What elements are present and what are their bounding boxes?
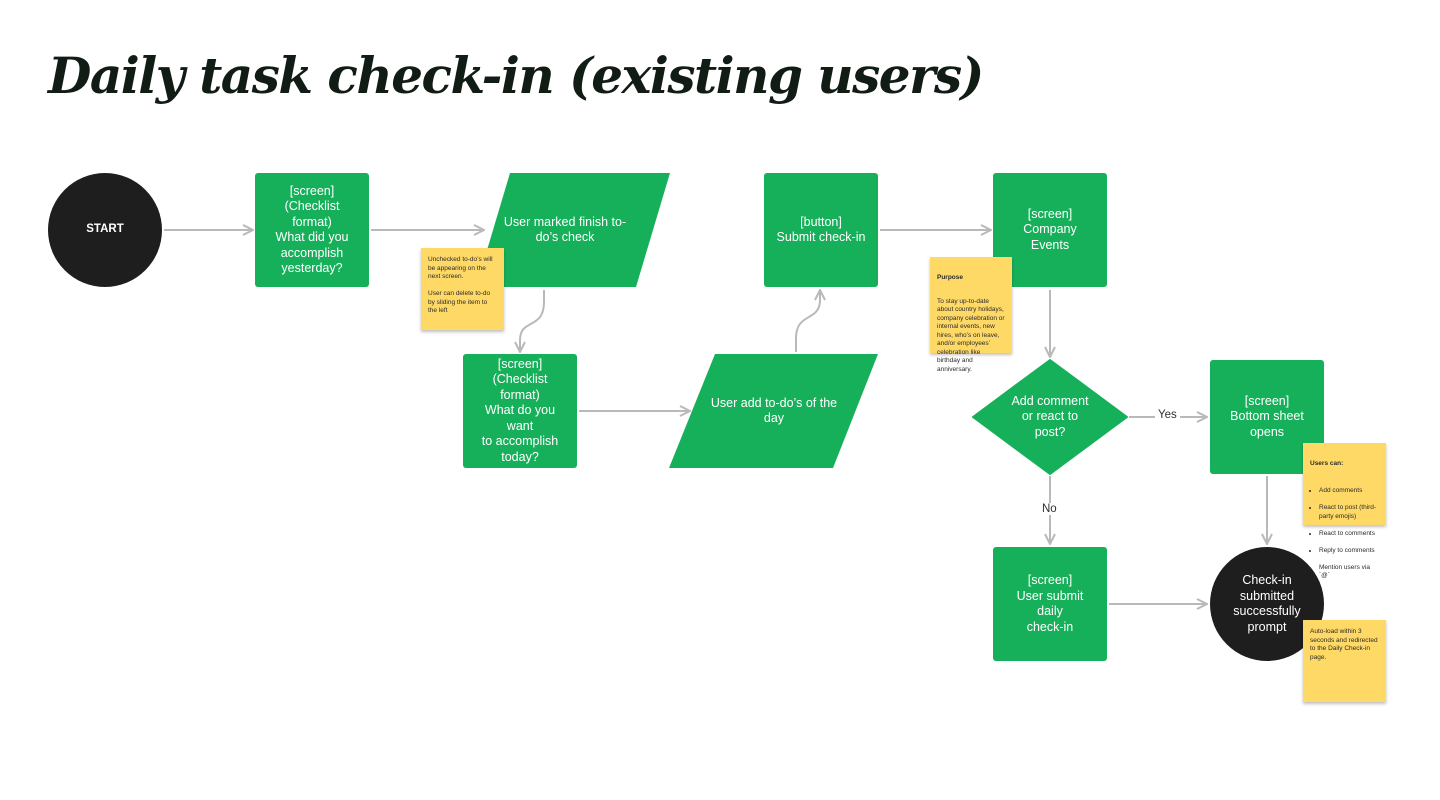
page-title: Daily task check-in (existing users) (48, 46, 984, 105)
checklist-today-node: [screen] (Checklist format) What do you … (463, 354, 577, 468)
decision-label: Add comment or react to post? (1011, 393, 1089, 439)
sticky-note-users-can: Users can: Add comments React to post (t… (1303, 443, 1386, 579)
submit-checkin-button-node: [button] Submit check-in (764, 173, 878, 287)
edge-marked-to-today (520, 290, 545, 352)
add-todos-shape (669, 354, 878, 468)
users-can-item: React to post (third-party emojis) (1319, 504, 1379, 521)
users-can-item: React to comments (1319, 530, 1379, 539)
users-can-list: Add comments React to post (third-party … (1310, 479, 1379, 590)
marked-finish-shape (476, 173, 670, 287)
company-events-node: [screen] Company Events (993, 173, 1107, 287)
checklist-yesterday-node: [screen] (Checklist format) What did you… (255, 173, 369, 287)
users-can-item: Add comments (1319, 487, 1379, 496)
success-prompt-node: Check-in submitted successfully prompt (1210, 547, 1324, 661)
decision-shape (972, 359, 1128, 475)
edge-add-to-submit (795, 290, 820, 352)
purpose-note-body: To stay up-to-date about country holiday… (937, 297, 1005, 373)
purpose-note-title: Purpose (937, 273, 964, 281)
start-node: START (48, 173, 162, 287)
users-can-note-title: Users can: (1310, 459, 1344, 467)
add-todos-label: User add to-do’s of the day (710, 395, 838, 426)
marked-finish-label: User marked finish to- do’s check (503, 214, 627, 245)
sticky-note-purpose: Purpose To stay up-to-date about country… (930, 257, 1012, 373)
yes-label: Yes (1155, 409, 1180, 421)
users-can-item: Mention users via `@` (1319, 564, 1379, 581)
users-can-item: Reply to comments (1319, 547, 1379, 556)
sticky-note-unchecked: Unchecked to-do’s will be appearing on t… (421, 248, 504, 330)
no-label: No (1039, 503, 1060, 515)
sticky-note-autoload: Auto-load within 3 seconds and redirecte… (1303, 620, 1386, 702)
submit-daily-node: [screen] User submit daily check-in (993, 547, 1107, 661)
